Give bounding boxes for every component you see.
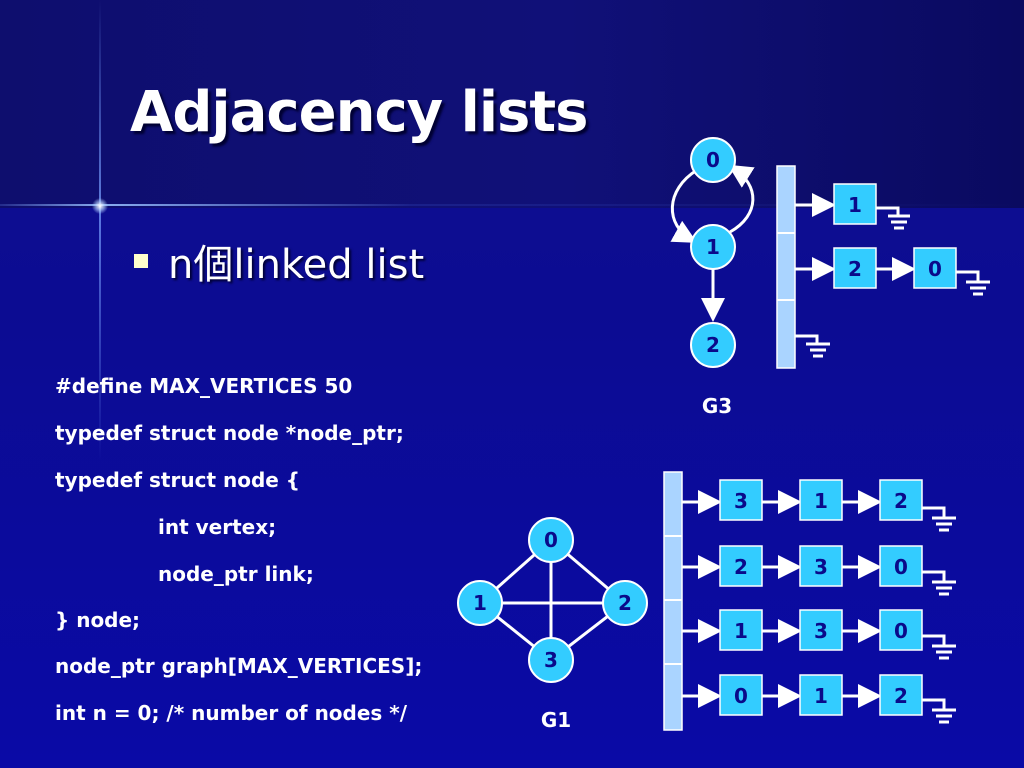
g3-label: G3: [702, 394, 732, 418]
code-line: int n = 0; /* number of nodes */: [55, 701, 408, 725]
decor-vertical-line: [99, 0, 101, 768]
g3-node: 2: [690, 322, 736, 368]
ground-icon: [922, 698, 956, 724]
g1-graph: 0 1 2 3 G1: [457, 517, 648, 732]
g1-list-value: 1: [734, 619, 748, 643]
code-line: typedef struct node *node_ptr;: [55, 421, 404, 445]
g3-list-value: 2: [848, 257, 862, 281]
decor-sparkle: [92, 198, 108, 214]
g1-list-value: 0: [894, 555, 908, 579]
g1-list-value: 1: [814, 489, 828, 513]
g1-list-node: 0: [879, 609, 923, 651]
g3-node: 0: [690, 137, 736, 183]
g1-list-node: 2: [879, 674, 923, 716]
g3-node-label: 0: [706, 148, 720, 172]
g3-node: 1: [690, 224, 736, 270]
g3-node-label: 2: [706, 333, 720, 357]
g1-node: 2: [602, 580, 648, 626]
g3-list-node: 2: [833, 247, 877, 289]
title-band: [0, 0, 1024, 208]
ground-icon: [876, 206, 910, 230]
g1-list-value: 2: [734, 555, 748, 579]
g1-list-node: 2: [879, 479, 923, 521]
g1-node: 1: [457, 580, 503, 626]
decor-horizontal-line: [0, 204, 1024, 206]
g1-node-label: 1: [473, 591, 487, 615]
g3-list-value: 1: [848, 193, 862, 217]
code-line: } node;: [55, 608, 141, 632]
ground-icon: [922, 570, 956, 596]
g3-list-value: 0: [928, 257, 942, 281]
g1-list-node: 3: [799, 609, 843, 651]
g1-list-value: 3: [814, 555, 828, 579]
g1-list-node: 3: [719, 479, 763, 521]
code-line: #define MAX_VERTICES 50: [55, 374, 353, 398]
g1-label: G1: [541, 708, 571, 732]
g3-list-node: 1: [833, 183, 877, 225]
g1-node-label: 2: [618, 591, 632, 615]
g3-edge-0-1: [670, 168, 698, 243]
code-line: typedef struct node {: [55, 468, 301, 492]
g1-list-value: 3: [814, 619, 828, 643]
ground-icon: [922, 634, 956, 660]
g1-list-value: 2: [894, 489, 908, 513]
g3-node-label: 1: [706, 235, 720, 259]
g1-list-value: 0: [734, 684, 748, 708]
g1-node: 3: [528, 637, 574, 683]
ground-icon: [922, 506, 956, 532]
code-line: node_ptr link;: [158, 562, 314, 586]
g1-node-label: 3: [544, 648, 558, 672]
g1-list-value: 0: [894, 619, 908, 643]
g1-list-value: 3: [734, 489, 748, 513]
g1-list-node: 1: [719, 609, 763, 651]
g1-list-value: 2: [894, 684, 908, 708]
bullet-text: n個linked list: [168, 242, 425, 288]
ground-icon: [956, 270, 990, 296]
g1-list-node: 1: [799, 674, 843, 716]
bullet-marker: [134, 254, 148, 268]
g1-node: 0: [528, 517, 574, 563]
g3-list-node: 0: [913, 247, 957, 289]
g1-list-node: 1: [799, 479, 843, 521]
g3-edge-1-0: [727, 164, 755, 234]
g1-list-value: 1: [814, 684, 828, 708]
g1-adjacency-list: 3 1 2 2 3 0: [663, 471, 956, 731]
g1-list-node: 0: [719, 674, 763, 716]
slide-title: Adjacency lists: [130, 80, 588, 145]
g1-list-node: 3: [799, 545, 843, 587]
g1-list-node: 0: [879, 545, 923, 587]
g1-node-label: 0: [544, 528, 558, 552]
g3-graph: 0 1 2 G3: [670, 137, 755, 418]
g3-head-array: [776, 165, 796, 369]
ground-icon: [795, 334, 830, 358]
g3-adjacency-list: 1 2 0: [776, 165, 990, 369]
code-line: node_ptr graph[MAX_VERTICES];: [55, 654, 423, 678]
g1-list-node: 2: [719, 545, 763, 587]
code-line: int vertex;: [158, 515, 277, 539]
